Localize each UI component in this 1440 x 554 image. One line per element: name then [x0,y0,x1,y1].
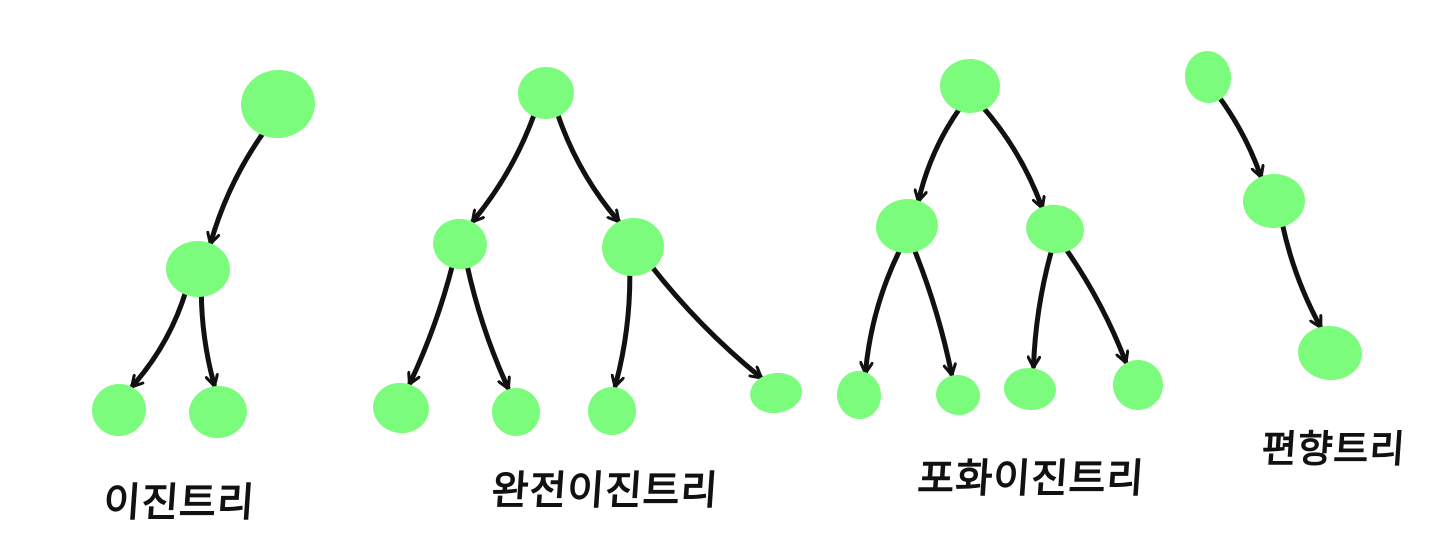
full-binary-tree-node-right-right [1113,360,1163,410]
complete-binary-tree-edge-right-to-right-right [647,262,764,380]
skewed-tree-node-root [1184,51,1232,103]
complete-binary-tree-node-right-right [750,372,802,414]
binary-tree-edge-root-to-child [211,127,269,243]
full-binary-tree-node-root [940,58,1000,114]
full-binary-tree-node-right [1026,204,1084,254]
complete-binary-tree-edge-left-to-left-left [410,262,456,383]
full-binary-tree-edge-root-to-right [979,103,1042,207]
binary-tree-node-right-leaf [189,385,247,439]
complete-binary-tree-node-root [518,66,574,120]
binary-tree-caption: 이진트리 [102,480,257,526]
full-binary-tree-edge-right-to-right-left [1034,247,1055,366]
full-binary-tree-node-left-right [936,374,980,416]
complete-binary-tree-node-left-right [492,388,540,436]
complete-binary-tree-edge-root-to-right [554,110,621,224]
binary-tree-edge-child-to-right-leaf [198,290,214,385]
skewed-tree-node-bottom [1298,325,1362,381]
complete-binary-tree-node-left [433,218,487,270]
complete-binary-tree-node-right-left [588,387,636,435]
binary-tree-node-root [241,69,315,139]
full-binary-tree-edge-right-to-right-right [1062,245,1126,362]
complete-binary-tree-caption: 완전이진트리 [490,468,721,514]
complete-binary-tree-edge-left-to-left-right [464,262,508,388]
full-binary-tree-node-left-left [836,371,882,419]
binary-tree-node-left-leaf [92,383,146,437]
binary-tree-node-child [166,240,230,298]
full-binary-tree-edge-left-to-left-right [911,245,952,374]
skewed-tree-edge-middle-to-bottom [1279,220,1323,326]
nodes-layer [92,51,1362,439]
full-binary-tree-edge-root-to-left [919,104,963,200]
full-binary-tree-node-right-left [1004,367,1056,411]
skewed-tree-caption: 편향트리 [1260,427,1408,471]
full-binary-tree-edge-left-to-left-left [866,246,904,373]
edges-layer [129,92,1323,389]
full-binary-tree-node-left [876,198,938,254]
complete-binary-tree-node-left-left [373,382,429,434]
skewed-tree-node-middle [1243,173,1305,229]
complete-binary-tree-node-right [602,217,664,277]
skewed-tree-edge-root-to-middle [1215,92,1261,176]
complete-binary-tree-edge-root-to-left [470,110,538,224]
binary-tree-edge-child-to-left-leaf [129,287,189,389]
complete-binary-tree-edge-right-to-right-left [615,269,633,386]
full-binary-tree-caption: 포화이진트리 [916,456,1147,502]
